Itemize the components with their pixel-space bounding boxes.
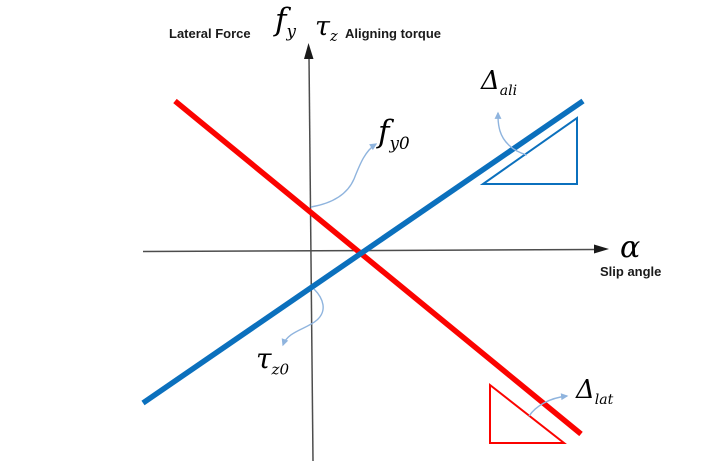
delta-lat-sub: lat [594, 391, 614, 408]
fy0-annotation-label: fy0 [378, 117, 410, 152]
lateral-force-line [173, 98, 583, 437]
tz-axis-symbol-sub: z [329, 28, 338, 46]
tz-axis-symbol: τz [315, 13, 338, 45]
delta-ali-annotation-label: Δali [481, 68, 517, 98]
aligning-torque-slope-triangle [479, 116, 578, 185]
fy-axis-symbol-sub: y [286, 21, 296, 42]
slip-angle-label: Slip angle [600, 264, 662, 279]
delta-lat-base: Δ [576, 375, 595, 405]
delta-ali-base: Δ [481, 66, 500, 96]
fy0-base: f [378, 114, 390, 150]
aligning-torque-label: Aligning torque [345, 26, 442, 41]
delta-ali-annotation-arrow [494, 111, 528, 156]
delta-lat-annotation-label: Δlat [576, 377, 613, 407]
fy-axis-symbol: fy [275, 5, 296, 40]
tz0-sub: z0 [271, 360, 290, 379]
delta-ali-sub: ali [499, 82, 518, 99]
fy0-annotation-arrow [310, 143, 378, 208]
fy0-sub: y0 [389, 133, 410, 154]
y-axis-arrowhead-icon [304, 43, 314, 59]
fy-axis-symbol-base: f [275, 2, 287, 38]
lateral-force-slope-triangle [489, 382, 567, 444]
tz-axis-symbol-base: τ [315, 11, 330, 42]
x-axis-arrowhead-icon [594, 244, 609, 254]
tz0-base: τ [256, 342, 272, 375]
tz0-annotation-arrow [281, 288, 324, 347]
aligning-torque-line [141, 98, 585, 406]
tz0-annotation-label: τz0 [256, 345, 289, 377]
lateral-force-label: Lateral Force [169, 26, 251, 41]
y-axis-line [308, 56, 314, 462]
alpha-axis-symbol: α [620, 230, 641, 265]
delta-lat-annotation-arrow [528, 393, 569, 417]
